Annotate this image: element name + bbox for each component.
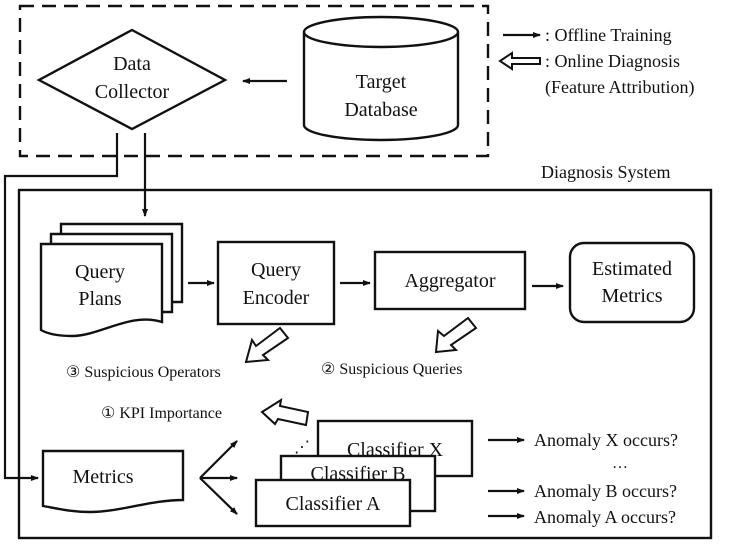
query-encoder-label-1: Query — [251, 259, 301, 281]
encoder-attribution-hollow-arrow-icon — [244, 326, 290, 364]
suspicious-operators-label: ③ Suspicious Operators — [66, 364, 221, 381]
classifier-attribution-hollow-arrow-icon — [260, 397, 310, 427]
target-database-node: Target Database — [302, 15, 460, 142]
diagnosis-system-title: Diagnosis System — [541, 162, 671, 182]
aggregator-node: Aggregator — [373, 250, 527, 311]
aggregator-label: Aggregator — [404, 270, 495, 292]
metrics-to-classifier-x-arrow — [199, 440, 238, 479]
query-plans-label-1: Query — [75, 261, 125, 283]
estimated-metrics-label-1: Estimated — [592, 258, 672, 280]
metrics-node: Metrics — [41, 449, 185, 514]
anomaly-x-label: Anomaly X occurs? — [534, 430, 678, 450]
legend-offline-training: : Offline Training — [545, 25, 672, 45]
query-plans-node: Query Plans — [39, 222, 184, 338]
data-collector-node: Data Collector — [36, 28, 228, 131]
diagnosis-system-box — [17, 188, 713, 540]
online-diagnosis-hollow-arrow-icon — [498, 51, 541, 71]
collector-to-metrics-line — [3, 133, 119, 481]
query-plans-label-2: Plans — [78, 288, 122, 310]
aggregator-attribution-hollow-arrow-icon — [434, 316, 478, 354]
environment-dashed-box — [18, 4, 490, 158]
anomaly-a-label: Anomaly A occurs? — [534, 507, 676, 527]
estimated-metrics-label-2: Metrics — [601, 285, 662, 307]
legend: : Offline Training : Online Diagnosis (F… — [498, 25, 694, 98]
classifier-a-label: Classifier A — [286, 493, 382, 515]
metrics-to-classifier-a-arrow — [199, 477, 238, 515]
estimated-metrics-node: Estimated Metrics — [568, 241, 696, 324]
suspicious-queries-label: ② Suspicious Queries — [321, 361, 462, 378]
anomaly-ellipsis: … — [612, 455, 628, 472]
target-database-label-1: Target — [356, 71, 407, 93]
data-collector-label-1: Data — [113, 53, 151, 75]
query-encoder-node: Query Encoder — [216, 240, 336, 326]
legend-feature-attribution: (Feature Attribution) — [545, 77, 694, 98]
metrics-label: Metrics — [72, 466, 133, 488]
legend-online-diagnosis: : Online Diagnosis — [545, 51, 680, 71]
kpi-importance-label: ① KPI Importance — [101, 405, 222, 422]
classifier-a-node: Classifier A — [254, 478, 412, 528]
target-database-label-2: Database — [344, 99, 417, 121]
query-encoder-label-2: Encoder — [243, 287, 310, 309]
anomaly-b-label: Anomaly B occurs? — [534, 481, 677, 501]
classifier-dots: ⋰ — [294, 439, 310, 456]
data-collector-label-2: Collector — [95, 81, 170, 103]
